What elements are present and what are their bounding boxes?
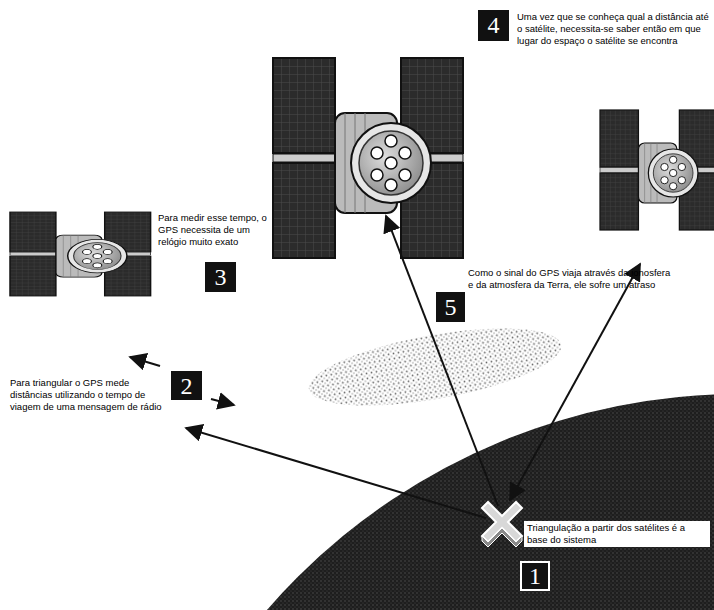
signal-arrow	[186, 428, 486, 518]
ionosphere-band	[303, 313, 566, 420]
pointer-arrow	[211, 399, 234, 405]
satellite	[273, 58, 463, 258]
pointer-arrow	[130, 357, 160, 366]
position-marker	[482, 502, 522, 547]
callout-number: 5	[436, 292, 465, 322]
signal-arrow	[386, 216, 498, 506]
earth	[114, 394, 714, 610]
callout-text: Para triangular o GPS mede distâncias ut…	[10, 377, 170, 413]
callout-number: 1	[520, 561, 550, 591]
signal-arrow	[510, 264, 640, 500]
callout-text: Uma vez que se conheça qual a distância …	[517, 11, 709, 47]
satellite	[600, 110, 714, 230]
callout-number: 3	[205, 262, 236, 292]
callout-text: Triangulação a partir dos satélites é a …	[524, 521, 710, 547]
callout-text: Para medir esse tempo, o GPS necessita d…	[158, 212, 270, 248]
callout-text: Como o sinal do GPS viaja através da ion…	[468, 267, 673, 291]
satellite	[10, 212, 151, 296]
callout-number: 2	[171, 371, 202, 400]
callout-number: 4	[478, 10, 509, 41]
